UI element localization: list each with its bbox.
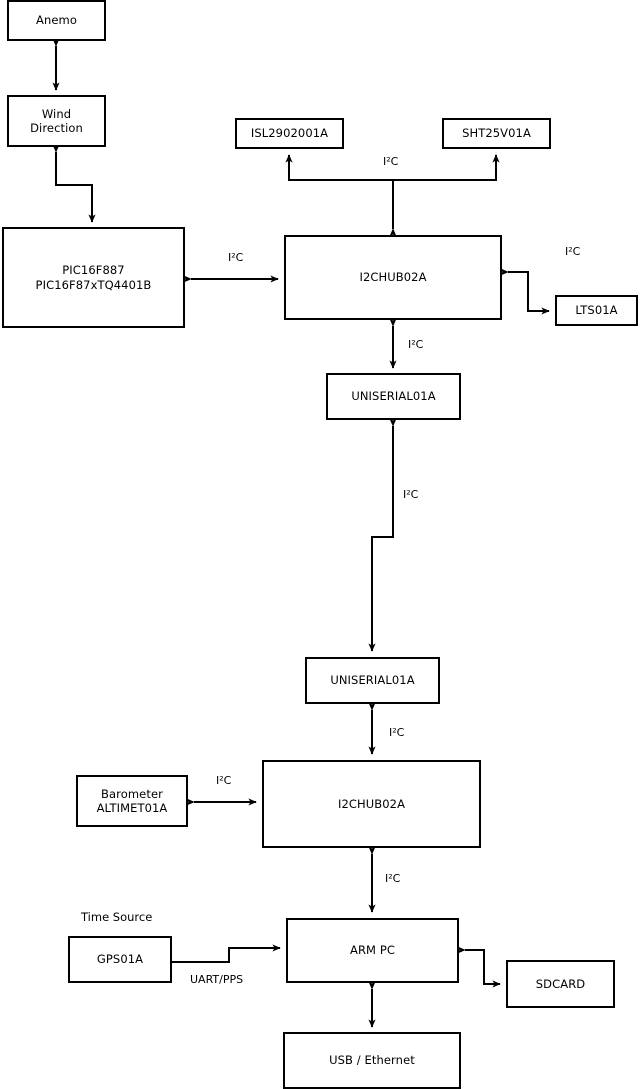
edge-label-i2c-baro-hub2: I²C — [216, 774, 232, 787]
node-arm-pc[interactable]: ARM PC — [286, 918, 459, 983]
label-time-source: Time Source — [81, 910, 153, 924]
edge-label-i2c-sensors-top: I²C — [383, 155, 399, 168]
node-label: Barometer ALTIMET01A — [96, 786, 168, 815]
edge-label-i2c-hub-uniserial: I²C — [408, 338, 424, 351]
node-label: PIC16F887 PIC16F87xTQ4401B — [35, 263, 152, 292]
connector-wind-pic — [52, 144, 96, 223]
connector-uniserial-link — [368, 418, 397, 652]
node-label: I2CHUB02A — [337, 796, 406, 811]
node-label: LTS01A — [575, 303, 618, 318]
edge-label-i2c-hub2-armpc: I²C — [385, 872, 401, 885]
node-anemo[interactable]: Anemo — [7, 0, 106, 41]
node-gps01a[interactable]: GPS01A — [68, 936, 172, 983]
node-uniserial01a-upper[interactable]: UNISERIAL01A — [326, 373, 461, 420]
node-barometer-altimet01a[interactable]: Barometer ALTIMET01A — [76, 775, 188, 827]
edge-label-i2c-pic-hub: I²C — [228, 251, 244, 264]
node-i2chub02a-top[interactable]: I2CHUB02A — [284, 235, 502, 320]
node-sdcard[interactable]: SDCARD — [506, 960, 615, 1008]
edge-label-i2c-hub-lts: I²C — [565, 245, 581, 258]
node-i2chub02a-bottom[interactable]: I2CHUB02A — [262, 760, 481, 848]
node-label: ARM PC — [350, 943, 395, 958]
node-label: UNISERIAL01A — [330, 673, 415, 688]
node-label: Anemo — [36, 13, 77, 28]
connector-gps-armpc — [172, 944, 281, 963]
node-label: I2CHUB02A — [359, 270, 427, 285]
connector-hub-sensorbus — [285, 154, 397, 237]
edge-label-i2c-uniserial-hub2: I²C — [389, 726, 405, 739]
connector-armpc-sdcard — [457, 946, 501, 988]
edge-label-uart-pps: UART/PPS — [190, 973, 244, 986]
node-label: Wind Direction — [30, 106, 83, 135]
node-label: UNISERIAL01A — [351, 389, 436, 404]
edge-label-i2c-uniserial-link: I²C — [403, 488, 419, 501]
connector-hub-sht — [393, 154, 500, 181]
node-label: USB / Ethernet — [329, 1053, 415, 1068]
node-label: GPS01A — [96, 952, 144, 967]
node-isl2902001a[interactable]: ISL2902001A — [235, 118, 344, 149]
node-wind-direction[interactable]: Wind Direction — [7, 95, 106, 147]
node-lts01a[interactable]: LTS01A — [555, 295, 638, 326]
node-label: SDCARD — [535, 976, 586, 991]
node-sht25v01a[interactable]: SHT25V01A — [442, 118, 551, 149]
node-label: SHT25V01A — [462, 126, 531, 141]
node-uniserial01a-lower[interactable]: UNISERIAL01A — [305, 657, 440, 704]
node-usb-ethernet[interactable]: USB / Ethernet — [283, 1032, 461, 1089]
connector-hub-lts — [500, 268, 550, 315]
node-label: ISL2902001A — [250, 126, 329, 141]
node-pic-mcu[interactable]: PIC16F887 PIC16F87xTQ4401B — [2, 227, 185, 328]
